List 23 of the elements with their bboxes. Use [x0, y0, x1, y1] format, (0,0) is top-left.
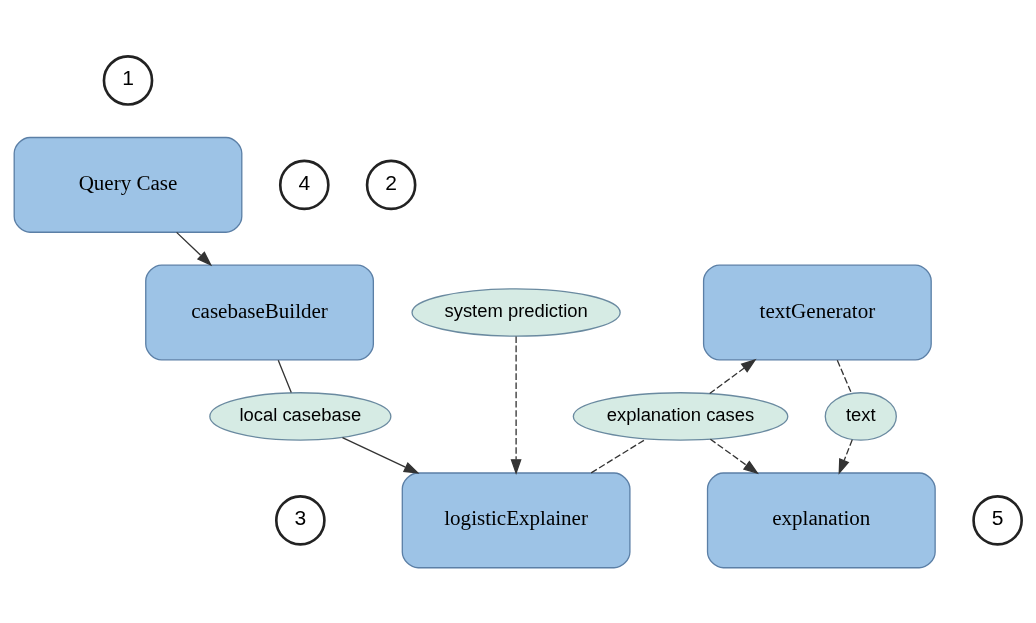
node-ellipse: explanation cases — [572, 391, 789, 441]
arrow — [341, 436, 420, 474]
node-circle: 2 — [365, 159, 417, 210]
arrow — [175, 231, 213, 266]
node-circle: 4 — [278, 159, 330, 210]
arrow — [709, 358, 757, 394]
node-ellipse: local casebase — [209, 391, 392, 441]
node-box: casebaseBuilder — [145, 263, 375, 361]
arrow — [838, 438, 853, 475]
node-box: Query Case — [13, 136, 243, 233]
node-circle: 1 — [102, 54, 154, 106]
node-ellipse: text — [824, 391, 897, 441]
connector — [277, 359, 292, 393]
node-circle: 3 — [275, 494, 326, 546]
node-box: logisticExplainer — [401, 471, 631, 568]
node-circle: 5 — [972, 494, 1023, 546]
arrow — [709, 438, 759, 474]
connector — [590, 437, 647, 473]
connector — [836, 359, 853, 394]
node-box: explanation — [706, 471, 936, 568]
arrow — [510, 335, 522, 475]
node-ellipse: system prediction — [411, 287, 621, 337]
node-box: textGenerator — [702, 263, 932, 361]
